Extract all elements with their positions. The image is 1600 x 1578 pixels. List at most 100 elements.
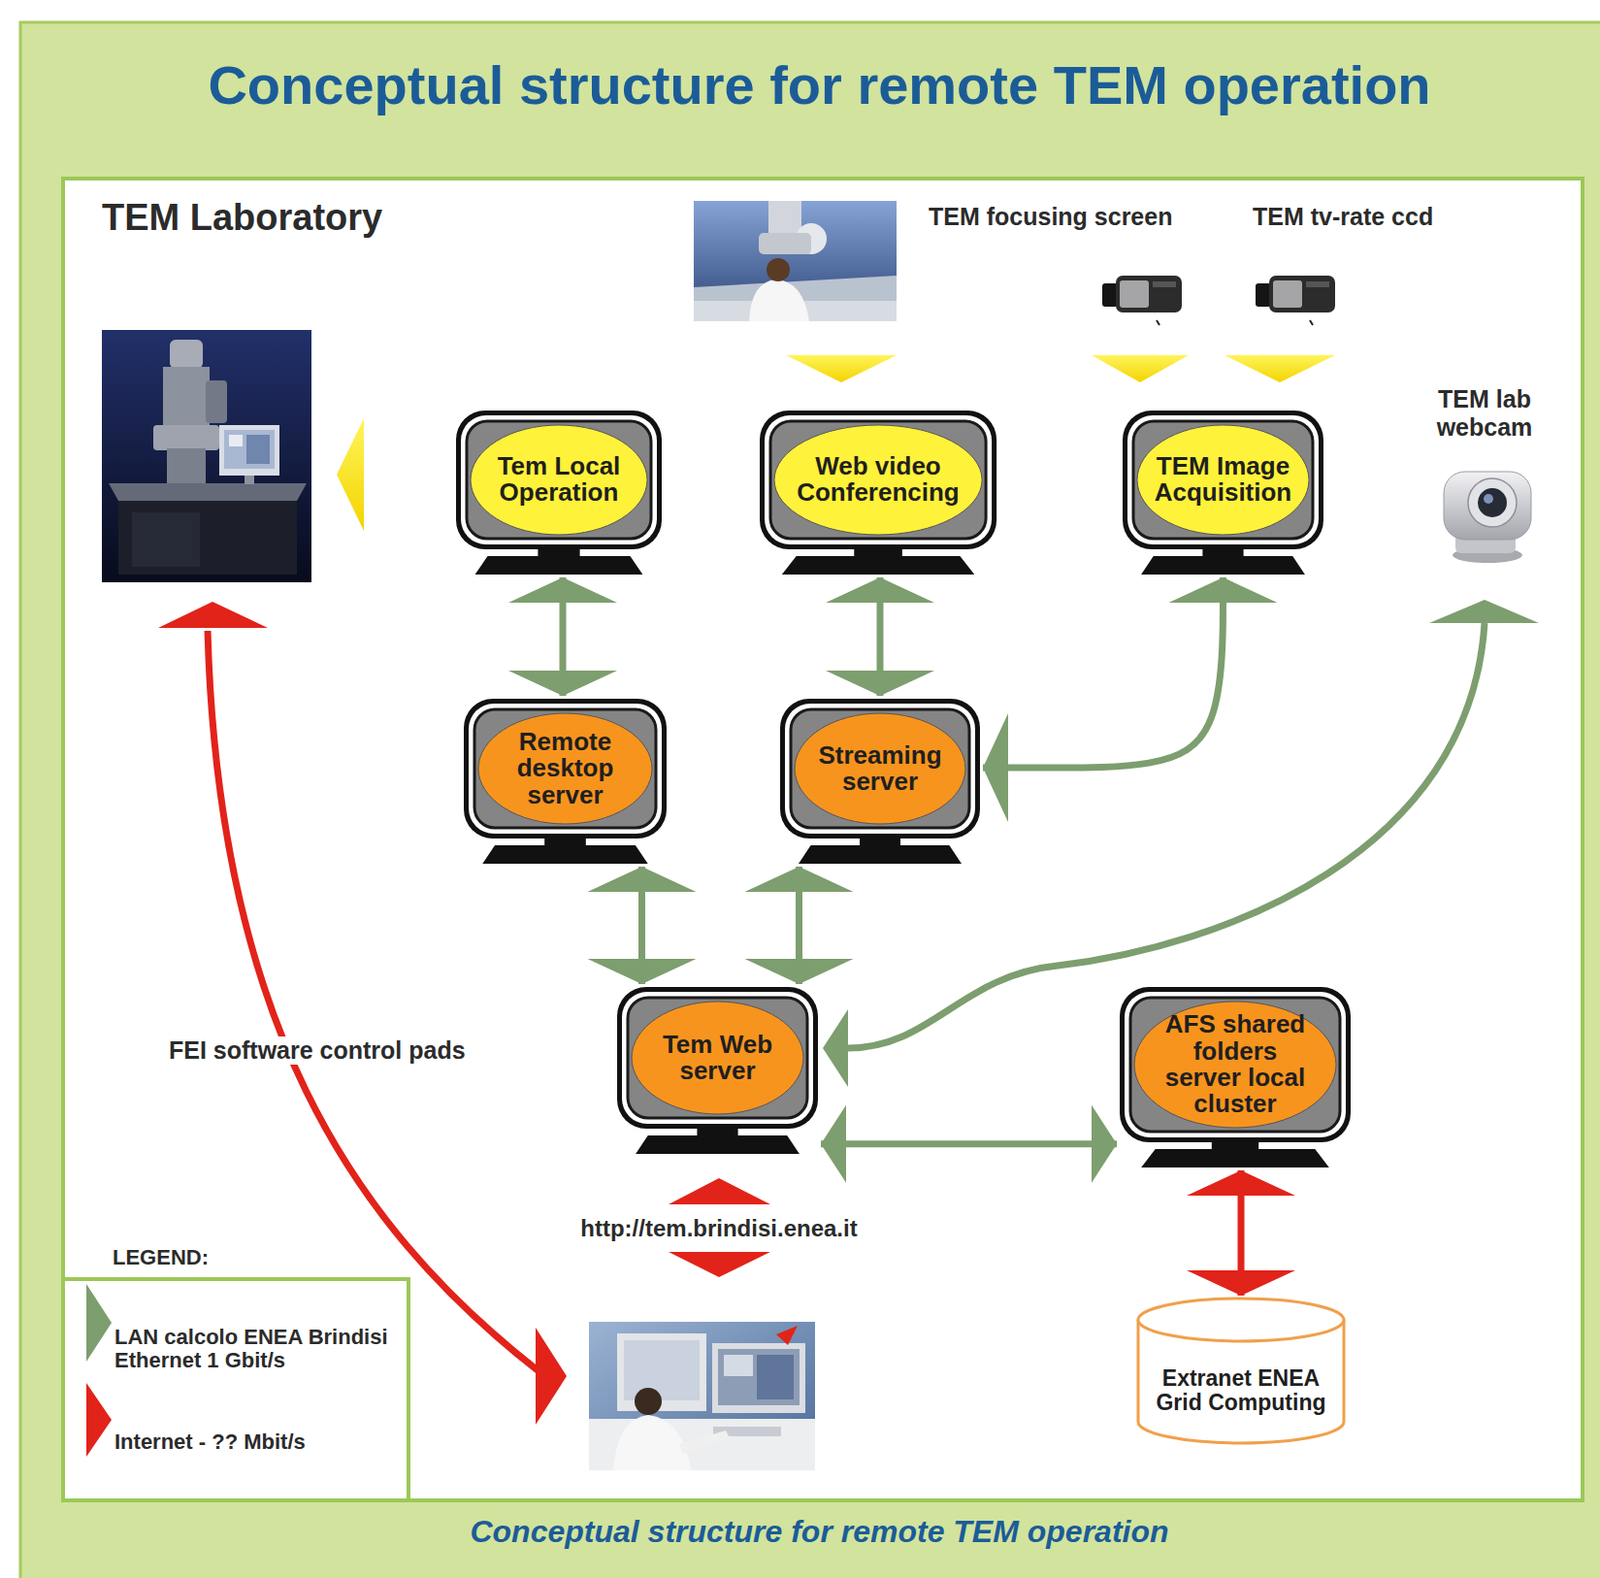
legend-swatch-arrow: [86, 1283, 112, 1362]
ccd-camera: [1119, 280, 1149, 308]
section-heading: TEM Laboratory: [101, 196, 383, 240]
operator-photo: [749, 279, 810, 322]
monitor-base: [798, 845, 962, 864]
monitor-bezel: [759, 410, 997, 550]
internet-link: [158, 601, 268, 628]
remote-user-photo: [776, 1325, 798, 1345]
remote-user-photo: [723, 1354, 753, 1376]
monitor-base: [1141, 1148, 1330, 1168]
lan-link: [559, 577, 567, 696]
legend-heading: LEGEND:: [112, 1244, 209, 1270]
microscope-photo: [219, 424, 280, 476]
operator-photo: [693, 275, 897, 322]
monitor-ring: [1124, 991, 1346, 1138]
operator-photo: [768, 200, 802, 236]
monitor-base: [475, 555, 644, 575]
operator-photo: [766, 258, 790, 282]
remote-user-photo: [588, 1321, 816, 1470]
webcam-illustration: [1443, 471, 1532, 563]
remote-user-photo: [588, 1321, 816, 1470]
operator-photo: [758, 232, 812, 255]
monitor-bezel: [1119, 986, 1351, 1143]
monitor-base: [1141, 555, 1306, 575]
webcam-illustration: [1443, 471, 1532, 540]
microscope-photo: [244, 475, 255, 485]
node-text-area: Tem Web server: [647, 1008, 788, 1108]
monitor-ring: [460, 415, 657, 545]
monitor-screen: [790, 709, 970, 828]
microscope-photo: [205, 380, 228, 424]
computer-node: Tem Web server: [615, 984, 820, 1156]
node-text-area: AFS shared folders server local cluster: [1152, 1009, 1319, 1120]
remote-user-photo: [712, 1342, 806, 1413]
webcam-illustration: [1477, 488, 1507, 518]
lan-link: [638, 866, 646, 984]
database-cylinder: Extranet ENEA Grid Computing: [1136, 1296, 1346, 1445]
ccd-camera: [1102, 283, 1118, 307]
monitor-screen: [770, 421, 986, 539]
internet-link: [668, 1251, 771, 1277]
monitor-ring: [1127, 415, 1319, 545]
url-label: http://tem.brindisi.enea.it: [524, 1214, 914, 1242]
microscope-photo: [166, 448, 206, 484]
ccd-camera: [1115, 275, 1182, 313]
ccd-camera: [1269, 275, 1336, 313]
legend-swatch: [86, 1283, 112, 1362]
screen-ellipse: [774, 424, 982, 535]
monitor-screen: [474, 709, 656, 828]
remote-user-photo: [756, 1354, 794, 1400]
node-label: Tem Web server: [647, 1031, 788, 1085]
ccd-camera: [1156, 320, 1160, 326]
monitor-ring: [621, 991, 814, 1124]
inner-panel: [63, 178, 1583, 1501]
node-text-area: TEM Image Acquisition: [1152, 431, 1294, 528]
screen-ellipse: [470, 424, 648, 535]
monitor-bezel: [780, 698, 980, 839]
computer-node: TEM Image Acquisition: [1120, 408, 1326, 577]
microscope-photo: [246, 434, 270, 464]
screen-ellipse: [631, 1001, 804, 1114]
microscope-photo: [118, 500, 297, 575]
operator-photo: [693, 200, 897, 322]
microscope-photo: [101, 329, 312, 583]
lan-link: [877, 577, 884, 696]
remote-user-photo: [634, 1387, 662, 1415]
monitor-screen: [466, 421, 652, 539]
ccd-camera: [1309, 320, 1313, 326]
remote-user-photo: [623, 1339, 700, 1401]
microscope-photo: [101, 329, 312, 583]
remote-user-photo: [617, 1333, 707, 1411]
legend-swatch: [86, 1382, 112, 1457]
monitor-bezel: [617, 986, 818, 1129]
microscope-photo: [224, 429, 275, 469]
webcam-illustration: [1483, 493, 1494, 504]
ccd-camera: [1255, 283, 1272, 307]
lan-link: [820, 1140, 1117, 1147]
link-note: FEI software control pads: [164, 1036, 470, 1065]
screen-ellipse: [478, 713, 653, 824]
computer-node: Web video Conferencing: [757, 408, 999, 577]
internet-link: [668, 1177, 771, 1205]
video-arrow: [785, 355, 897, 383]
legend-box: [63, 1278, 409, 1501]
camera-label: TEM lab webcam: [1416, 385, 1553, 442]
monitor-screen: [1130, 997, 1340, 1132]
camera-label: TEM tv-rate ccd: [1252, 202, 1434, 231]
ccd-camera: [1273, 280, 1303, 308]
lan-link: [982, 577, 1224, 768]
node-label: Extranet ENEA Grid Computing: [1151, 1366, 1331, 1413]
node-label: Remote desktop server: [493, 728, 637, 809]
monitor-screen: [1133, 421, 1313, 539]
computer-node: AFS shared folders server local cluster: [1117, 984, 1353, 1170]
monitor-base: [782, 555, 975, 575]
video-arrow: [1224, 355, 1336, 383]
microscope-photo: [131, 512, 200, 567]
remote-user-photo: [679, 1430, 730, 1454]
webcam-link: [1429, 599, 1539, 623]
lan-link: [795, 866, 803, 984]
microscope-photo: [108, 483, 307, 501]
screen-ellipse: [1137, 424, 1309, 535]
operator-photo: [693, 200, 897, 322]
computer-node: Remote desktop server: [461, 696, 669, 866]
